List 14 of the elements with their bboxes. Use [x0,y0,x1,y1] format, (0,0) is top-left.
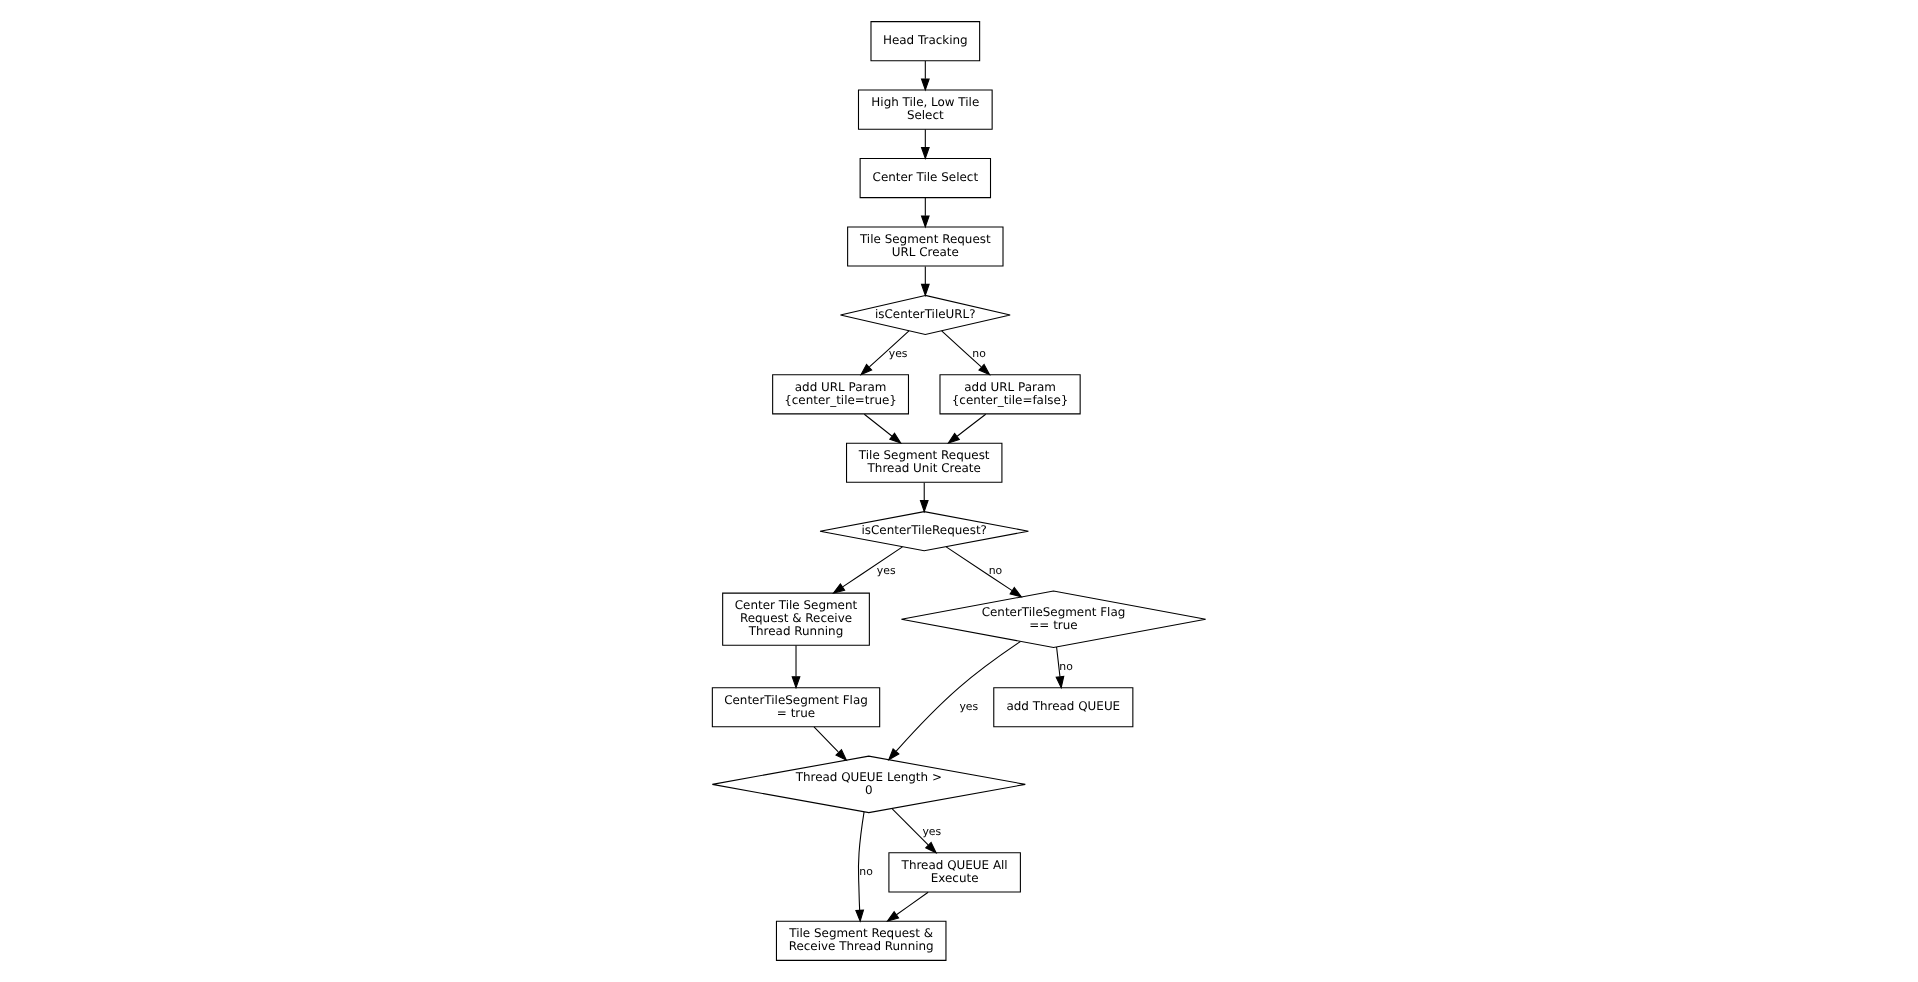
arrow [887,641,1021,761]
arrow [920,265,930,297]
arrow [886,891,929,923]
arrow [863,413,902,445]
arrow [832,546,904,594]
arrow [859,330,910,376]
arrow [1055,646,1065,690]
arrow [941,330,991,376]
arrow [855,811,865,923]
arrow [947,413,987,445]
arrow [791,645,801,690]
arrow [813,726,848,762]
arrow [945,546,1023,598]
arrow [891,808,938,854]
